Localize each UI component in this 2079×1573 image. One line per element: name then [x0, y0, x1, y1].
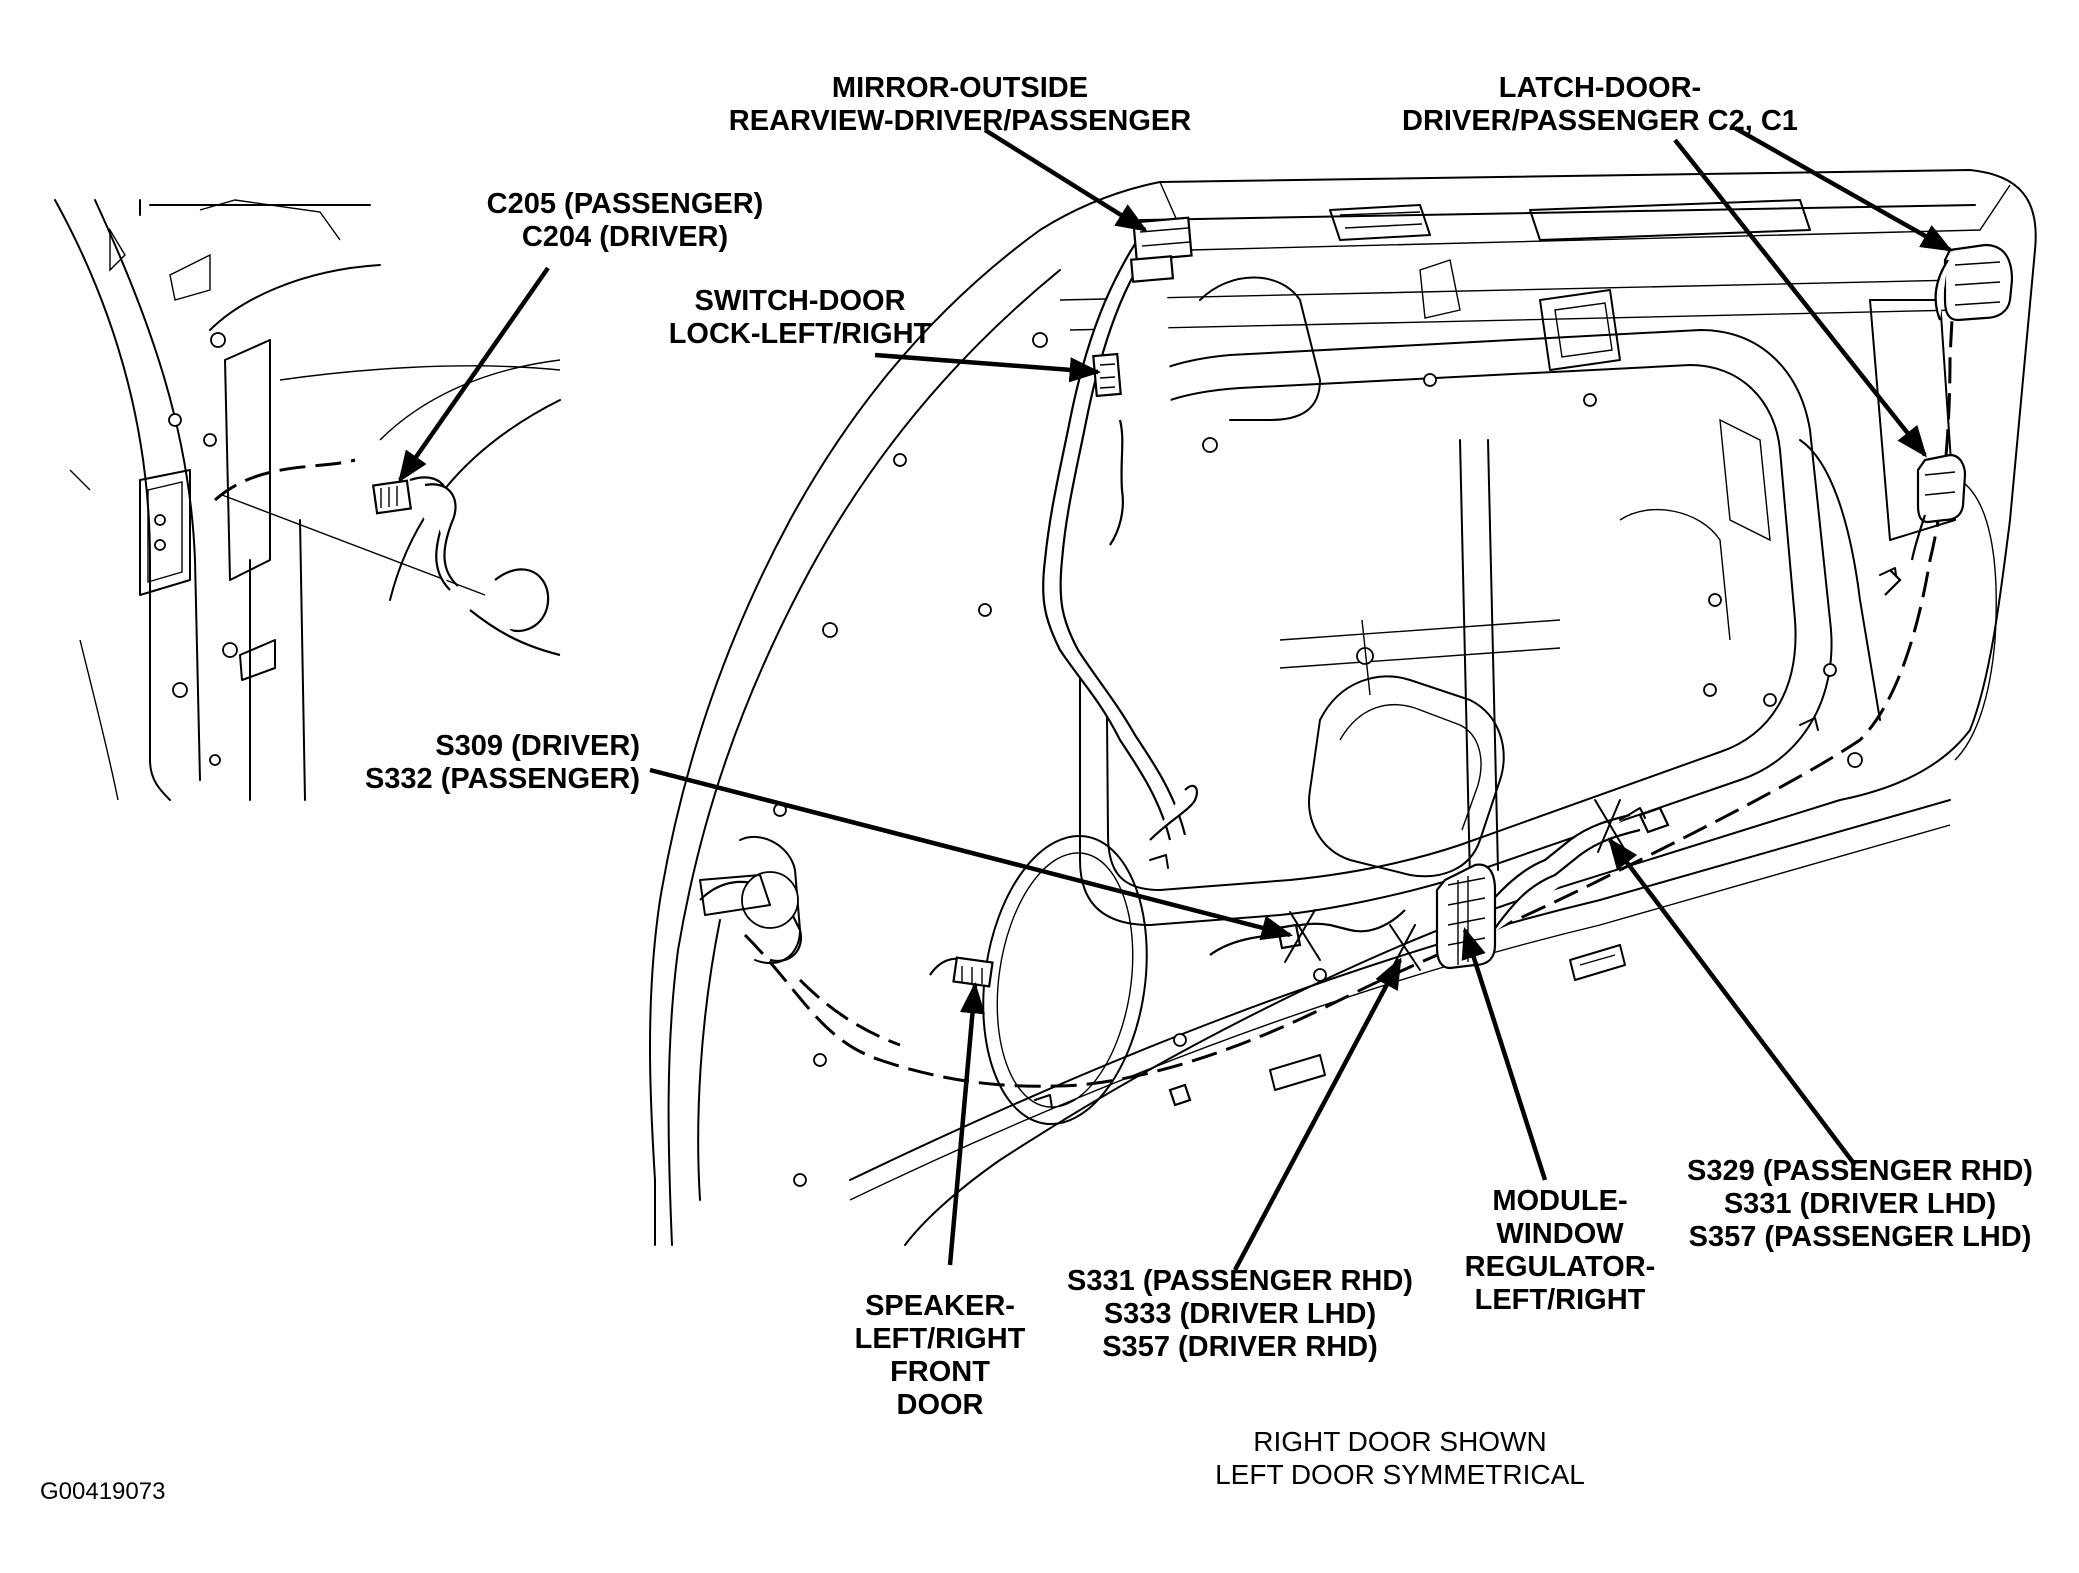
- label-line: MODULE-: [1492, 1185, 1628, 1217]
- leader-s309: [649, 767, 1294, 941]
- label-line: S309 (DRIVER): [435, 730, 640, 762]
- connector-latch-c1: [1910, 453, 1967, 561]
- label-line: LEFT/RIGHT: [1474, 1284, 1646, 1316]
- body-pillar-inset: [54, 199, 561, 801]
- leader-speaker: [947, 981, 986, 1266]
- label-line: S331 (PASSENGER RHD): [1067, 1265, 1413, 1297]
- label-speaker: SPEAKER- LEFT/RIGHT FRONT DOOR: [820, 1290, 1060, 1422]
- label-line: SPEAKER-: [865, 1290, 1015, 1322]
- label-s309-s332: S309 (DRIVER) S332 (PASSENGER): [300, 730, 640, 796]
- leader-s329: [1608, 837, 1857, 1167]
- connector-mirror: [1129, 216, 1193, 283]
- label-line: DOOR: [896, 1389, 984, 1421]
- connector-speaker: [929, 956, 994, 988]
- label-line: C204 (DRIVER): [521, 221, 729, 253]
- leader-module: [1461, 926, 1548, 1181]
- label-line: S332 (PASSENGER): [364, 763, 640, 795]
- label-latch-door: LATCH-DOOR- DRIVER/PASSENGER C2, C1: [1390, 72, 1810, 138]
- label-line: C205 (PASSENGER): [486, 188, 764, 220]
- label-line: LEFT/RIGHT: [854, 1323, 1026, 1355]
- label-s331-s333-s357: S331 (PASSENGER RHD) S333 (DRIVER LHD) S…: [1060, 1265, 1420, 1364]
- label-line: REARVIEW-DRIVER/PASSENGER: [728, 105, 1192, 137]
- label-line: MIRROR-OUTSIDE: [831, 72, 1089, 104]
- label-line: WINDOW: [1496, 1218, 1624, 1250]
- door-wiring-harness: [743, 216, 2014, 1109]
- label-s329-s331-s357: S329 (PASSENGER RHD) S331 (DRIVER LHD) S…: [1680, 1155, 2040, 1254]
- figure-id: G00419073: [40, 1478, 166, 1505]
- leader-latch-c1: [1673, 138, 1927, 458]
- leader-s331: [1233, 957, 1402, 1272]
- note-line: LEFT DOOR SYMMETRICAL: [1215, 1459, 1585, 1490]
- label-mirror-outside: MIRROR-OUTSIDE REARVIEW-DRIVER/PASSENGER: [720, 72, 1200, 138]
- label-line: S357 (PASSENGER LHD): [1688, 1221, 2032, 1253]
- label-line: LATCH-DOOR-: [1498, 72, 1702, 104]
- label-line: SWITCH-DOOR: [694, 285, 906, 317]
- label-line: DRIVER/PASSENGER C2, C1: [1402, 105, 1798, 137]
- leader-mirror: [983, 128, 1148, 232]
- label-line: FRONT: [890, 1356, 990, 1388]
- label-line: REGULATOR-: [1464, 1251, 1656, 1283]
- leader-latch-c2: [1733, 126, 1953, 252]
- door-inner-panel: [649, 169, 2037, 1246]
- label-line: S329 (PASSENGER RHD): [1687, 1155, 2033, 1187]
- leader-c205: [398, 266, 550, 483]
- connector-c205-c204: [214, 458, 561, 657]
- connector-window-regulator: [1435, 863, 1497, 970]
- leader-arrows: [398, 126, 1953, 1272]
- note-line: RIGHT DOOR SHOWN: [1253, 1426, 1547, 1457]
- label-line: LOCK-LEFT/RIGHT: [668, 318, 932, 350]
- label-module-window-regulator: MODULE- WINDOW REGULATOR- LEFT/RIGHT: [1440, 1185, 1680, 1317]
- label-line: S331 (DRIVER LHD): [1723, 1188, 1997, 1220]
- orientation-note: RIGHT DOOR SHOWN LEFT DOOR SYMMETRICAL: [1190, 1425, 1610, 1491]
- connector-switch: [1092, 352, 1122, 398]
- label-switch-door-lock: SWITCH-DOOR LOCK-LEFT/RIGHT: [640, 285, 960, 351]
- leader-switch: [874, 352, 1102, 383]
- label-c205-c204: C205 (PASSENGER) C204 (DRIVER): [460, 188, 790, 254]
- label-line: S333 (DRIVER LHD): [1103, 1298, 1377, 1330]
- connector-latch-c2: [1934, 243, 2014, 322]
- label-line: S357 (DRIVER RHD): [1102, 1331, 1378, 1363]
